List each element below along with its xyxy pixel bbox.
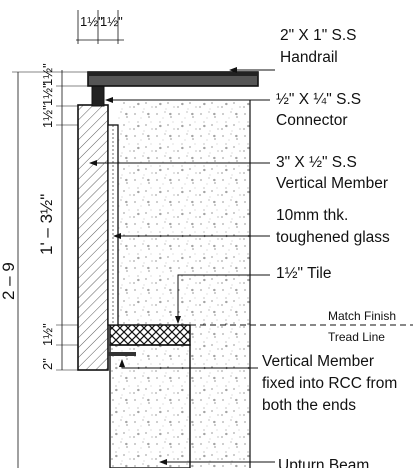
dim-overall: 2 – 9: [0, 262, 18, 300]
rcc-wall-lower: [190, 325, 250, 468]
rcc-wall: [118, 120, 250, 325]
label-upturn-beam: Upturn Beam: [278, 457, 369, 468]
connector: [91, 85, 105, 107]
rcc-wall-top: [118, 100, 250, 120]
label-tile: 1½" Tile: [276, 265, 331, 282]
dim-left-glass: 1' – 3½": [37, 194, 56, 255]
label-fixing-line-3: both the ends: [262, 397, 356, 414]
label-handrail-name: Handrail: [280, 49, 338, 66]
label-handrail-size: 2" X 1" S.S: [280, 27, 357, 44]
dim-left-tile: 1½": [40, 323, 55, 346]
label-connector-name: Connector: [276, 112, 348, 129]
label-glass-thickness: 10mm thk.: [276, 207, 348, 224]
label-fixing-line-2: fixed into RCC from: [262, 375, 397, 392]
label-glass-name: toughened glass: [276, 229, 390, 246]
label-connector-size: ½" X ¼" S.S: [276, 91, 361, 108]
label-fixing-line-1: Vertical Member: [262, 353, 374, 370]
dim-left-handrail: 1½": [40, 63, 55, 86]
handrail-top-face: [88, 72, 258, 76]
label-vertical-member-size: 3" X ½" S.S: [276, 154, 357, 171]
tile: [109, 324, 191, 346]
vertical-member: [77, 104, 109, 371]
leader-fixing: [119, 359, 258, 369]
label-match-finish: Match Finish: [328, 309, 396, 323]
label-tread-line: Tread Line: [328, 330, 385, 344]
leader-tile: [175, 274, 270, 324]
dim-left-connector: 1½": [40, 83, 55, 106]
label-vertical-member-name: Vertical Member: [276, 175, 388, 192]
dim-top-right: 1½": [100, 14, 123, 29]
fixing-plate: [108, 352, 136, 356]
dim-left-gap: 1½": [40, 105, 55, 128]
dim-top-left: 1½": [80, 14, 103, 29]
dim-left-bottom: 2": [40, 358, 55, 370]
